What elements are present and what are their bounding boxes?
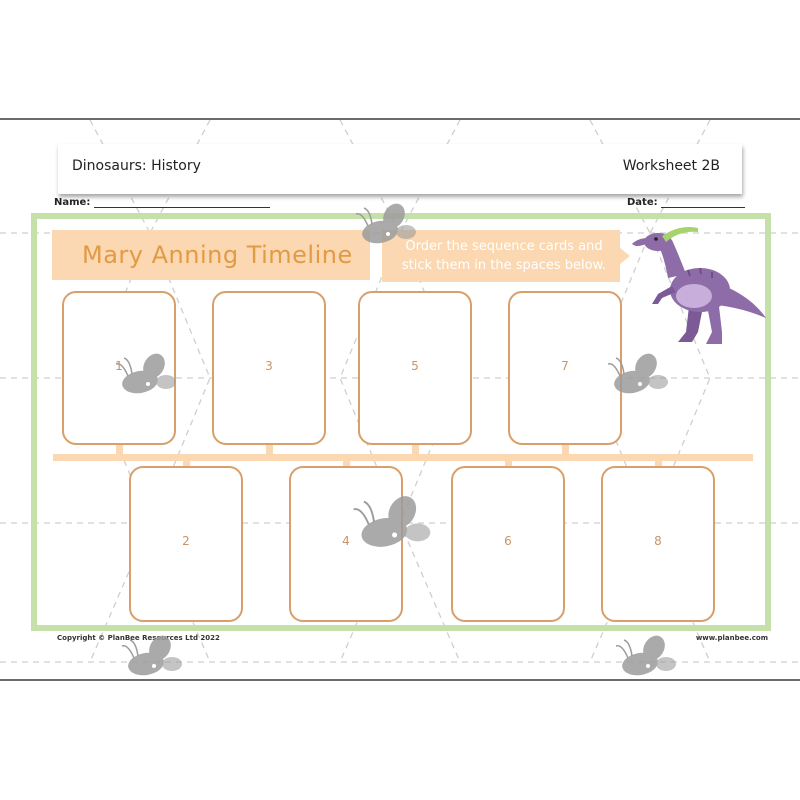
card-number: 2 — [182, 534, 190, 548]
timeline-connector — [562, 443, 569, 454]
card-number: 1 — [115, 359, 123, 373]
sequence-card-slot[interactable]: 3 — [212, 291, 326, 445]
sequence-card-slot[interactable]: 5 — [358, 291, 472, 445]
bee-watermark-icon — [615, 635, 676, 676]
name-field: Name: — [54, 197, 270, 208]
instructions-box: Order the sequence cards and stick them … — [382, 230, 620, 282]
subject-title: Dinosaurs: History — [72, 158, 201, 174]
bee-watermark-icon — [353, 496, 431, 547]
sequence-card-slot[interactable]: 8 — [601, 466, 715, 622]
card-number: 7 — [561, 359, 569, 373]
card-number: 6 — [504, 534, 512, 548]
bee-watermark-icon — [607, 353, 668, 394]
parasaurolophus-dinosaur-icon — [632, 227, 766, 344]
worksheet-header: Dinosaurs: History Worksheet 2B — [58, 144, 742, 194]
date-line — [661, 198, 746, 208]
sequence-card-slot[interactable]: 7 — [508, 291, 622, 445]
worksheet-page: Dinosaurs: History Worksheet 2B Name: Da… — [0, 118, 800, 681]
name-label: Name: — [54, 197, 91, 208]
card-number: 5 — [411, 359, 419, 373]
page-title: Mary Anning Timeline — [82, 241, 353, 269]
sequence-card-slot[interactable]: 6 — [451, 466, 565, 622]
card-number: 3 — [265, 359, 273, 373]
bee-watermark-icon — [115, 353, 176, 394]
date-field: Date: — [627, 197, 746, 208]
copyright-text: Copyright © PlanBee Resources Ltd 2022 — [57, 634, 220, 642]
sequence-card-slot[interactable]: 2 — [129, 466, 243, 622]
website-text: www.planbee.com — [695, 634, 768, 642]
bee-watermark-icon — [121, 635, 182, 676]
card-number: 8 — [654, 534, 662, 548]
worksheet-number: Worksheet 2B — [622, 158, 720, 174]
timeline-bar — [53, 454, 753, 461]
card-number: 4 — [342, 534, 350, 548]
title-banner: Mary Anning Timeline — [52, 230, 370, 280]
timeline-connector — [412, 443, 419, 454]
speech-bubble-tail — [620, 248, 630, 264]
timeline-connector — [116, 443, 123, 454]
bee-watermark-icon — [355, 203, 416, 244]
timeline-connector — [266, 443, 273, 454]
instructions-text: Order the sequence cards and stick them … — [401, 239, 607, 273]
date-label: Date: — [627, 197, 658, 208]
name-line — [93, 198, 270, 208]
